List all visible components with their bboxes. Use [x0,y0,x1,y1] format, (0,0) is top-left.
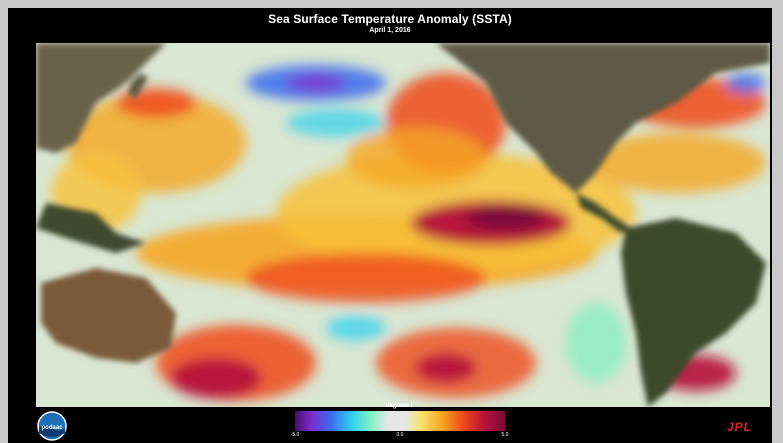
warm-patch [586,133,766,193]
land-japan [128,73,148,98]
cold-patch [726,73,766,93]
land-indonesia [36,203,146,253]
land-south-america [621,218,766,407]
warm-patch [246,253,486,303]
scale-label: degrees F [385,403,415,409]
figure-frame: Sea Surface Temperature Anomaly (SSTA) A… [8,8,772,443]
jpl-logo: JPL [727,420,753,434]
scale-tick-min: -5.0 [290,432,300,438]
cold-patch [286,109,386,137]
scale-bar [295,411,505,431]
land-central-america [576,193,631,233]
hot-patch [416,354,476,382]
land-masses [36,43,770,407]
hot-patch [116,88,196,118]
cold-patch [286,75,346,91]
land-australia [41,268,176,363]
page-title: Sea Surface Temperature Anomaly (SSTA) [268,12,512,26]
color-scale: degrees F -5.0 0.0 5.0 [290,403,510,443]
scale-tick-max: 5.0 [501,432,509,438]
hot-patch [171,358,261,398]
ssta-map [36,43,770,407]
land-asia [36,43,166,153]
podaac-logo-text: podaac [41,425,63,431]
warm-patch [346,128,486,188]
cold-patch [566,303,626,383]
date-subtitle: April 1, 2016 [369,27,411,34]
anomaly-patches [51,65,766,401]
scale-tick-zero: 0.0 [396,432,404,438]
cold-patch [326,316,386,340]
podaac-logo: podaac [37,411,67,441]
hot-patch [466,206,546,230]
land-north-america [436,43,770,193]
